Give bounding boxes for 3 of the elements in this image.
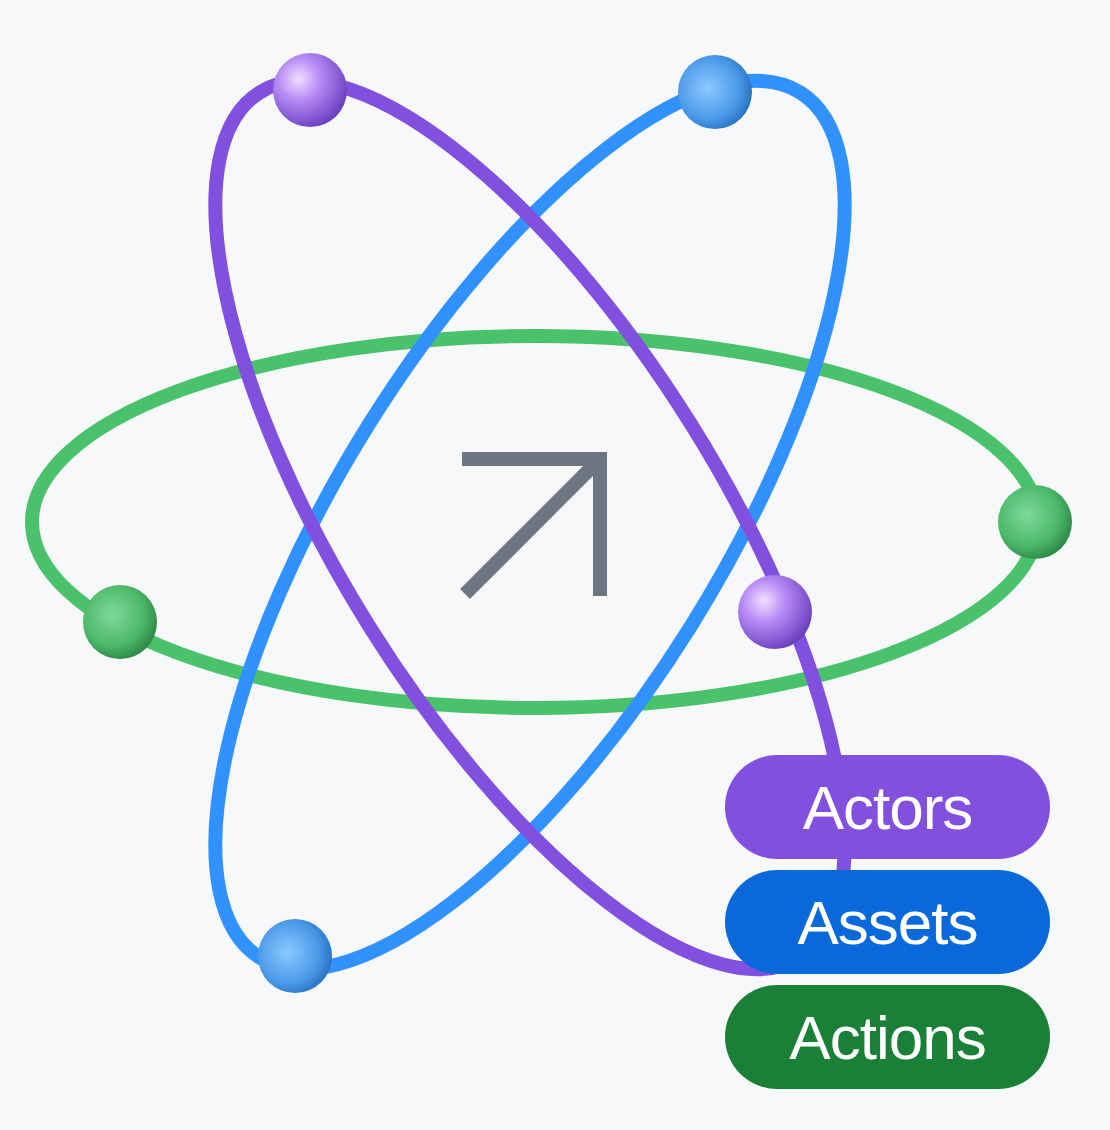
- legend-pill: Actors: [725, 755, 1050, 859]
- legend-pill: Actions: [725, 985, 1050, 1089]
- legend-pill: Assets: [725, 870, 1050, 974]
